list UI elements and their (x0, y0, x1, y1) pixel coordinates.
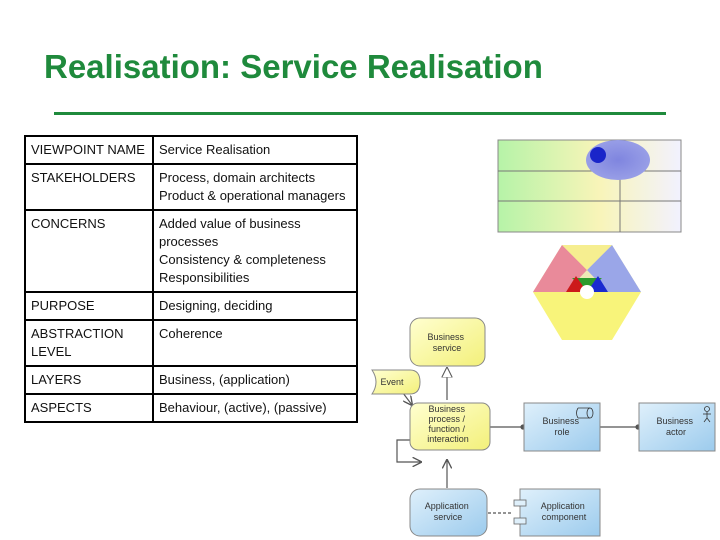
row-key: LAYERS (24, 365, 154, 395)
row-value-line: Behaviour, (active), (passive) (159, 400, 327, 415)
row-value: Behaviour, (active), (passive) (152, 393, 358, 423)
business-actor-label: Business actor (656, 416, 695, 437)
hexagon-aspects-icon (533, 245, 641, 340)
row-key: ABSTRACTION LEVEL (24, 319, 154, 367)
page-title: Realisation: Service Realisation (44, 48, 543, 85)
business-process-label: Business process / function / interactio… (427, 404, 469, 444)
application-service-label: Application service (425, 501, 472, 522)
row-key: VIEWPOINT NAME (24, 135, 154, 165)
row-value-line: Coherence (159, 326, 223, 341)
row-value-line: Consistency & completeness (159, 252, 326, 267)
application-service-node: Application service (409, 488, 488, 537)
row-key: STAKEHOLDERS (24, 163, 154, 211)
business-process-node: Business process / function / interactio… (409, 402, 491, 451)
business-actor-node: Business actor (638, 402, 716, 452)
row-value: Designing, deciding (152, 291, 358, 321)
table-row: ABSTRACTION LEVEL Coherence (24, 319, 358, 367)
framework-grid-icon (497, 139, 682, 233)
title-underline (54, 112, 666, 115)
row-value-line: Responsibilities (159, 270, 250, 285)
row-value-line: Added value of business processes (159, 216, 301, 249)
row-value-line: Designing, deciding (159, 298, 273, 313)
table-row: LAYERS Business, (application) (24, 365, 358, 395)
table-row: PURPOSE Designing, deciding (24, 291, 358, 321)
business-service-label: Business service (427, 332, 466, 353)
table-row: ASPECTS Behaviour, (active), (passive) (24, 393, 358, 423)
application-component-node: Application component (513, 488, 601, 537)
business-role-label: Business role (542, 416, 581, 437)
event-label: Event (380, 377, 404, 387)
row-value: Business, (application) (152, 365, 358, 395)
row-key: ASPECTS (24, 393, 154, 423)
table-row: VIEWPOINT NAME Service Realisation (24, 135, 358, 165)
business-service-node: Business service (409, 317, 486, 367)
row-value: Service Realisation (152, 135, 358, 165)
row-key: CONCERNS (24, 209, 154, 293)
business-event-node: Event (371, 369, 421, 395)
business-role-node: Business role (523, 402, 601, 452)
row-value-line: Product & operational managers (159, 188, 346, 203)
row-value-line: Service Realisation (159, 142, 271, 157)
row-value-line: Process, domain architects (159, 170, 316, 185)
application-component-label: Application component (541, 501, 588, 522)
row-value: Coherence (152, 319, 358, 367)
row-key: PURPOSE (24, 291, 154, 321)
actor-stick-figure-icon (703, 406, 711, 423)
row-value-line: Business, (application) (159, 372, 290, 387)
